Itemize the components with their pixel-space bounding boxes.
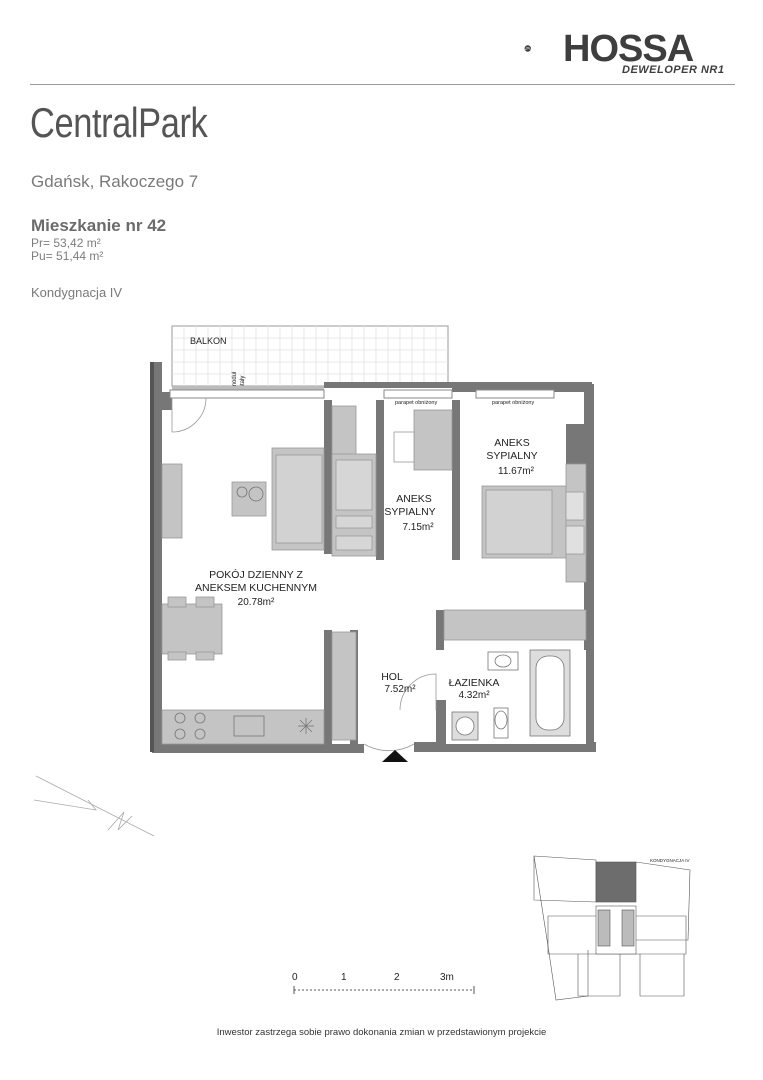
room-aneks2-name-1: ANEKS xyxy=(494,437,530,449)
room-hall-name: HOL xyxy=(381,671,403,683)
room-aneks1-name-2: SYPIALNY xyxy=(384,506,435,518)
floor-label: Kondygnacja IV xyxy=(31,285,123,300)
living-furniture xyxy=(161,447,325,745)
room-aneks2-area: 11.67m² xyxy=(498,466,535,477)
room-aneks1-name-1: ANEKS xyxy=(396,493,432,505)
outer-walls xyxy=(152,362,596,753)
project-name: CentralPark xyxy=(30,99,208,146)
scale-label-0: 0 xyxy=(292,972,298,983)
scale-label-3: 3m xyxy=(440,972,454,983)
balcony: BALKON moduł stały xyxy=(171,325,449,390)
scale-bar: 0 1 2 3m xyxy=(292,972,475,994)
apartment-pr-area: Pr= 53,42 m² xyxy=(31,236,101,250)
hall-wardrobe xyxy=(331,631,357,741)
parapet-label-1: parapet obniżony xyxy=(395,400,437,406)
room-living-area: 20.78m² xyxy=(238,597,275,608)
room-bath-area: 4.32m² xyxy=(458,690,490,701)
aneks1-furniture xyxy=(331,405,453,557)
apartment-pu-area: Pu= 51,44 m² xyxy=(31,249,104,263)
room-aneks1-area: 7.15m² xyxy=(402,522,434,533)
room-aneks2-name-2: SYPIALNY xyxy=(486,450,537,462)
brand-tagline: DEWELOPER NR1 xyxy=(622,64,725,76)
project-address: Gdańsk, Rakoczego 7 xyxy=(31,172,199,191)
room-bath-name: ŁAZIENKA xyxy=(449,677,500,689)
room-hall-area: 7.52m² xyxy=(384,684,416,695)
fixed-module-label-2: stały xyxy=(240,376,246,388)
north-arrow xyxy=(33,775,155,837)
key-plan-label: KONDYGNACJA IV xyxy=(650,858,690,863)
balcony-label: BALKON xyxy=(190,336,227,346)
bathroom-fixtures xyxy=(446,649,586,744)
brand-name: HOSSA xyxy=(563,28,694,70)
hossa-logo xyxy=(524,45,531,52)
scale-label-1: 1 xyxy=(341,972,347,983)
fixed-module-label: moduł xyxy=(232,371,238,388)
parapet-label-2: parapet obniżony xyxy=(492,400,534,406)
scale-label-2: 2 xyxy=(394,972,400,983)
disclaimer: Inwestor zastrzega sobie prawo dokonania… xyxy=(216,1027,547,1038)
aneks2-furniture xyxy=(443,463,587,641)
apartment-title: Mieszkanie nr 42 xyxy=(31,216,167,235)
header-divider xyxy=(30,84,735,85)
room-living-name-2: ANEKSEM KUCHENNYM xyxy=(195,582,317,594)
key-plan: KONDYGNACJA IV xyxy=(533,855,691,1001)
room-living-name-1: POKÓJ DZIENNY Z xyxy=(209,568,303,581)
